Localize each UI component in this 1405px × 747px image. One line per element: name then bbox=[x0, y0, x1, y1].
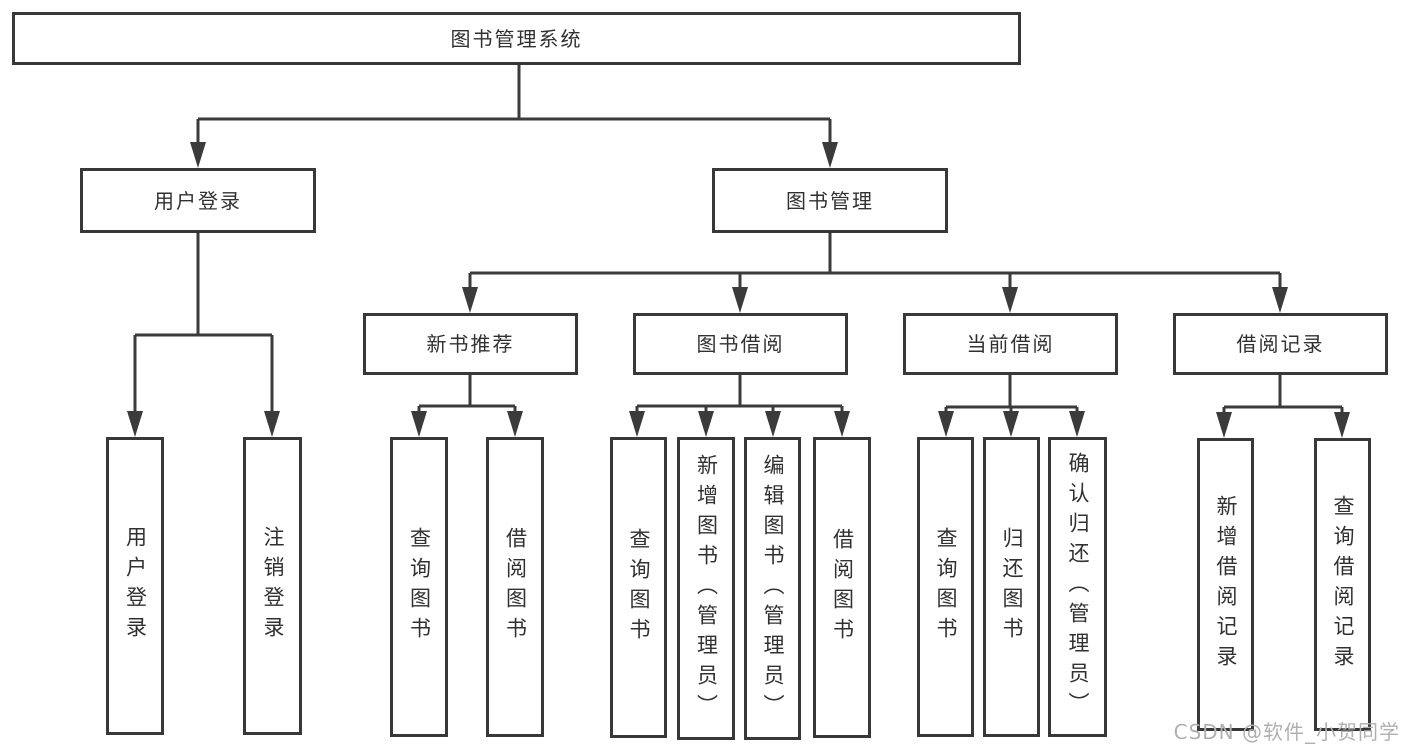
node-leaf-query-books-rec: 查询图书 bbox=[390, 437, 448, 737]
node-leaf-add-borrow-record: 新增借阅记录 bbox=[1197, 438, 1254, 731]
node-label-leaf-edit-books: 编辑图书（管理员） bbox=[761, 453, 785, 724]
arrowhead-icon bbox=[698, 411, 714, 437]
arrowhead-icon bbox=[1216, 412, 1232, 438]
node-label-leaf-add-borrow-record: 新增借阅记录 bbox=[1214, 494, 1238, 675]
node-user-login: 用户登录 bbox=[80, 168, 316, 233]
node-label-leaf-query-books-borrow: 查询图书 bbox=[627, 527, 651, 648]
connector-line bbox=[1222, 375, 1344, 416]
node-leaf-confirm-return: 确认归还（管理员） bbox=[1048, 437, 1107, 737]
node-label-leaf-borrow-books-rec: 借阅图书 bbox=[503, 527, 528, 647]
arrowhead-icon bbox=[1272, 287, 1288, 313]
node-leaf-logout: 注销登录 bbox=[243, 437, 302, 735]
node-borrowing-records: 借阅记录 bbox=[1173, 313, 1388, 375]
node-label-leaf-logout: 注销登录 bbox=[261, 526, 285, 646]
node-label-root: 图书管理系统 bbox=[450, 26, 583, 51]
connector-line bbox=[944, 375, 1079, 415]
arrowhead-icon bbox=[822, 142, 838, 168]
node-current-borrowing: 当前借阅 bbox=[903, 313, 1118, 375]
node-label-leaf-query-borrow-record: 查询借阅记录 bbox=[1331, 494, 1355, 675]
node-leaf-add-books: 新增图书（管理员） bbox=[677, 437, 735, 740]
node-label-leaf-query-books-rec: 查询图书 bbox=[407, 527, 432, 647]
node-leaf-query-books-current: 查询图书 bbox=[917, 437, 974, 737]
connector-line bbox=[635, 375, 844, 415]
arrowhead-icon bbox=[732, 287, 748, 313]
arrowhead-icon bbox=[1334, 412, 1350, 438]
arrowhead-icon bbox=[190, 142, 206, 168]
node-label-leaf-user-login: 用户登录 bbox=[123, 526, 148, 646]
node-label-new-book-recommend: 新书推荐 bbox=[426, 332, 515, 356]
node-label-current-borrowing: 当前借阅 bbox=[966, 332, 1055, 356]
arrowhead-icon bbox=[1003, 411, 1019, 437]
arrowhead-icon bbox=[765, 411, 781, 437]
node-label-borrowing-records: 借阅记录 bbox=[1236, 332, 1325, 356]
arrowhead-icon bbox=[834, 411, 850, 437]
node-book-borrowing: 图书借阅 bbox=[633, 313, 848, 375]
arrowhead-icon bbox=[1002, 287, 1018, 313]
node-leaf-borrow-books-borrow: 借阅图书 bbox=[813, 437, 871, 738]
node-leaf-query-borrow-record: 查询借阅记录 bbox=[1314, 438, 1371, 731]
arrowhead-icon bbox=[462, 287, 478, 313]
node-label-book-management: 图书管理 bbox=[786, 188, 874, 213]
node-label-user-login: 用户登录 bbox=[154, 188, 242, 213]
node-new-book-recommend: 新书推荐 bbox=[363, 313, 578, 375]
connector-line bbox=[417, 375, 517, 415]
arrowhead-icon bbox=[938, 411, 954, 437]
node-leaf-user-login: 用户登录 bbox=[106, 437, 164, 735]
node-root: 图书管理系统 bbox=[12, 12, 1021, 65]
node-label-book-borrowing: 图书借阅 bbox=[696, 332, 785, 356]
arrowhead-icon bbox=[507, 411, 523, 437]
arrowhead-icon bbox=[1069, 411, 1085, 437]
node-label-leaf-borrow-books-borrow: 借阅图书 bbox=[830, 527, 855, 648]
arrowhead-icon bbox=[264, 411, 280, 437]
node-label-leaf-add-books: 新增图书（管理员） bbox=[694, 453, 719, 724]
node-label-leaf-return-books: 归还图书 bbox=[1000, 527, 1024, 647]
node-leaf-edit-books: 编辑图书（管理员） bbox=[744, 437, 801, 740]
arrowhead-icon bbox=[411, 411, 427, 437]
node-leaf-borrow-books-rec: 借阅图书 bbox=[486, 437, 544, 737]
connector-line bbox=[468, 233, 1282, 291]
node-book-management: 图书管理 bbox=[712, 168, 948, 233]
connector-line bbox=[133, 233, 274, 415]
connector-line bbox=[196, 65, 832, 146]
node-label-leaf-query-books-current: 查询图书 bbox=[934, 527, 958, 647]
node-leaf-return-books: 归还图书 bbox=[983, 437, 1040, 737]
node-label-leaf-confirm-return: 确认归还（管理员） bbox=[1066, 452, 1090, 722]
arrowhead-icon bbox=[127, 411, 143, 437]
node-leaf-query-books-borrow: 查询图书 bbox=[610, 437, 667, 738]
arrowhead-icon bbox=[629, 411, 645, 437]
